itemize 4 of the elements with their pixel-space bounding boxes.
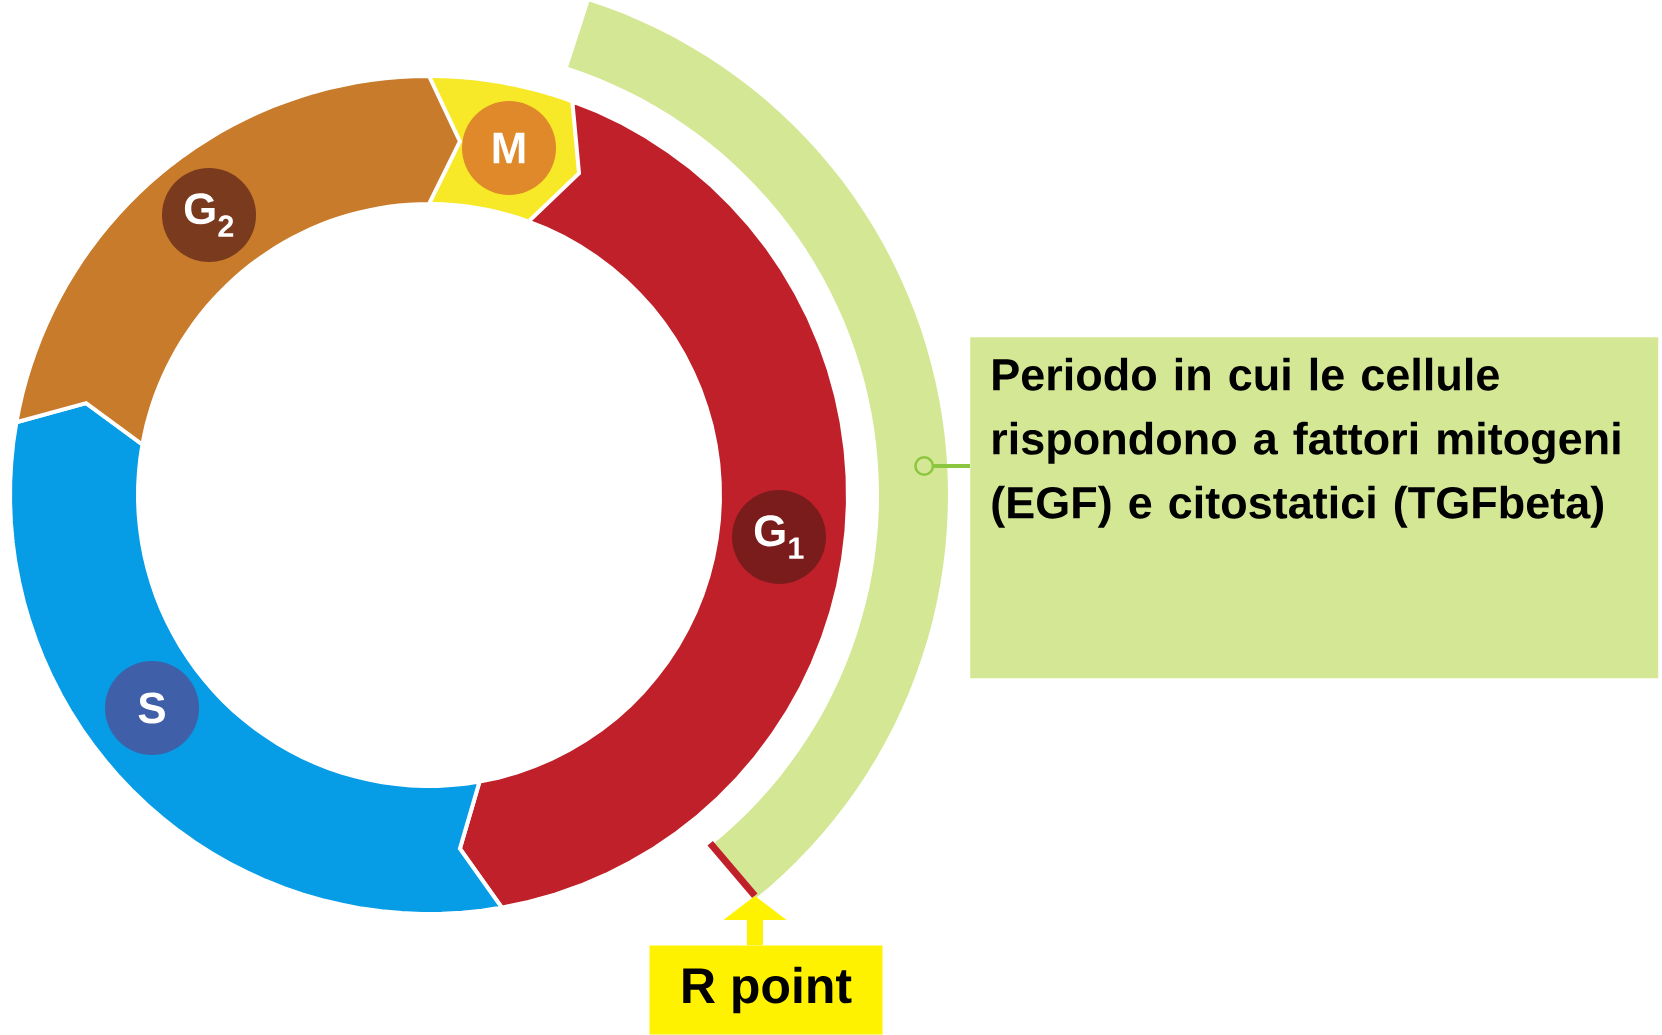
label-box: R point xyxy=(649,945,883,1035)
leader-line xyxy=(914,456,970,476)
time-band xyxy=(568,1,948,899)
note-box: Periodo in cui le cellule rispondono a fattori mitogeni (EGF) e citostatici (TGFbeta) xyxy=(970,337,1659,679)
